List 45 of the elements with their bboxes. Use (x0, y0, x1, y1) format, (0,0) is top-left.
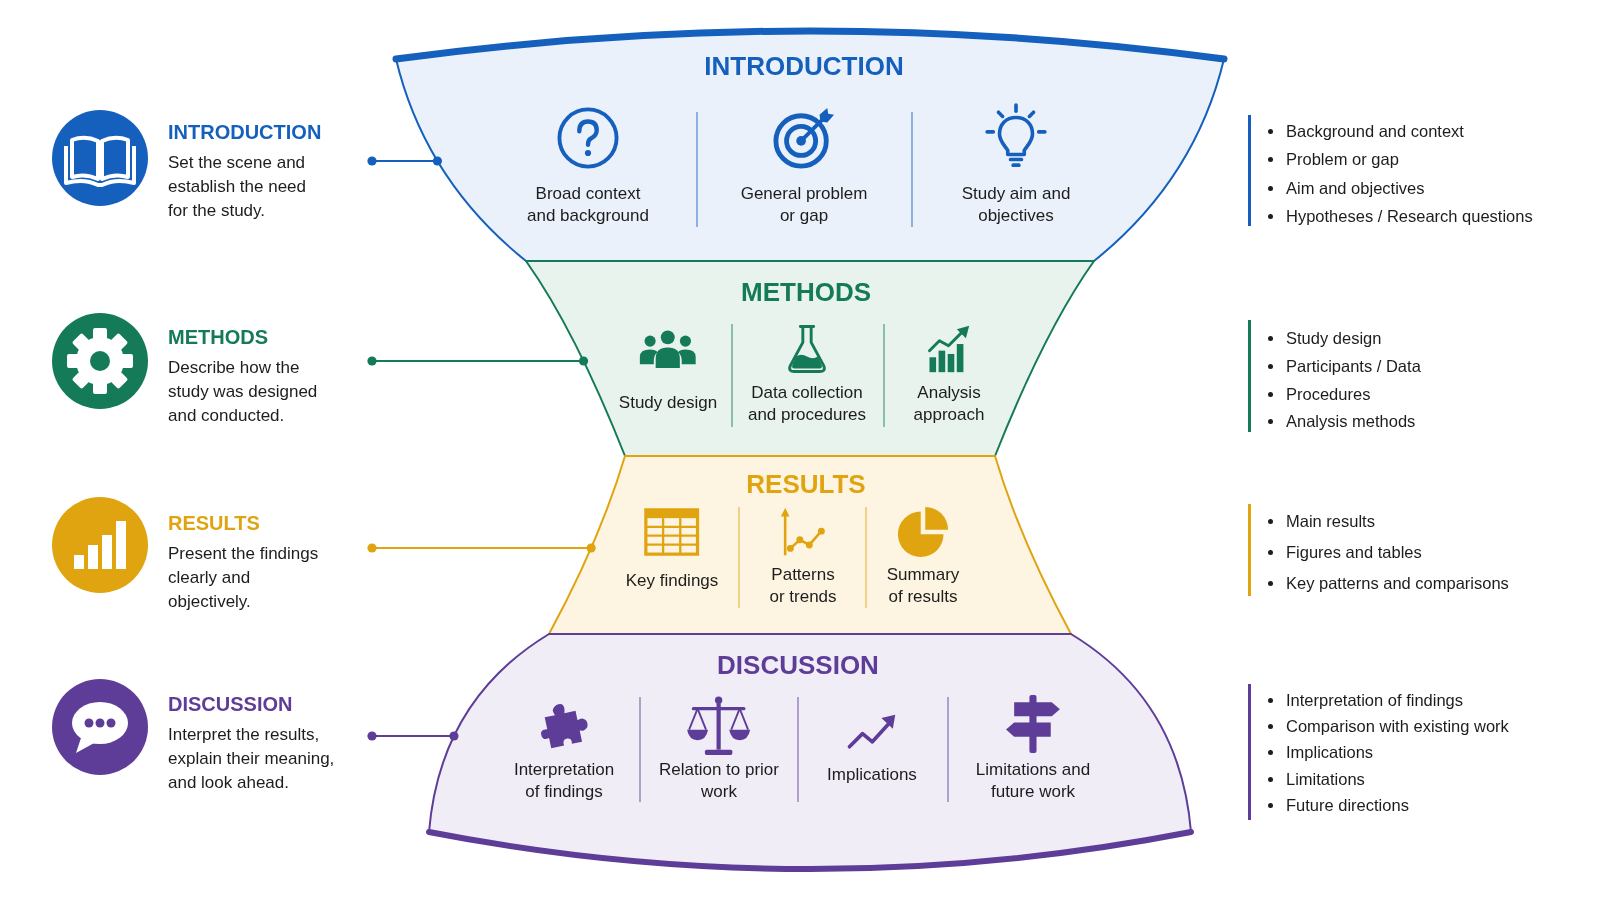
connector-line (367, 156, 442, 166)
item-label: Study design (618, 392, 718, 414)
bullet-item: Implications (1262, 741, 1374, 764)
bullet-item: Comparison with existing work (1262, 715, 1509, 738)
item-label: Broad context and background (526, 183, 650, 227)
bullet-item: Aim and objectives (1262, 176, 1425, 199)
description-text: Describe how the study was designed and conducted. (168, 357, 319, 427)
description-text: Set the scene and establish the need for the study. (168, 152, 307, 222)
bullet-item: Hypotheses / Research questions (1262, 205, 1533, 228)
bullet-item: Key patterns and comparisons (1262, 571, 1509, 594)
item-label: Analysis approach (912, 382, 986, 426)
bullet-item: Main results (1262, 510, 1375, 532)
connector-line (367, 356, 589, 366)
connector-line (367, 543, 596, 553)
bullet-item: Background and context (1262, 120, 1464, 142)
section-title: RESULTS (168, 511, 260, 535)
bullet-item: Figures and tables (1262, 540, 1422, 563)
bullet-item: Participants / Data (1262, 354, 1421, 377)
section-heading: DISCUSSION (717, 650, 879, 680)
section-title: METHODS (168, 325, 268, 349)
section-title: INTRODUCTION (168, 120, 322, 144)
item-label: Data collection and procedures (746, 382, 868, 426)
section-heading: INTRODUCTION (704, 51, 904, 81)
item-label: Interpretation of findings (512, 759, 616, 803)
bullet-item: Problem or gap (1262, 148, 1399, 171)
bullet-item: Future directions (1262, 793, 1409, 816)
item-label: Key findings (625, 570, 719, 592)
section-title: DISCUSSION (168, 692, 293, 716)
bullet-item: Analysis methods (1262, 410, 1416, 433)
item-label: Implications (827, 764, 917, 786)
description-text: Present the findings clearly and objectively. (168, 543, 320, 613)
connector-line (367, 731, 459, 741)
section-heading: RESULTS (746, 469, 866, 499)
item-label: Summary of results (885, 564, 961, 608)
description-text: Interpret the results, explain their meaning, and look ahead. (168, 724, 336, 794)
item-label: Study aim and objectives (960, 183, 1072, 227)
bullet-item: Limitations (1262, 767, 1365, 790)
section-heading: METHODS (741, 277, 871, 307)
bullet-item: Interpretation of findings (1262, 689, 1464, 711)
item-label: Relation to prior work (658, 759, 780, 803)
item-label: Patterns or trends (768, 564, 838, 608)
item-label: Limitations and future work (974, 759, 1092, 803)
item-label: General problem or gap (739, 183, 869, 227)
bullet-item: Procedures (1262, 382, 1371, 405)
bullet-item: Study design (1262, 327, 1382, 349)
